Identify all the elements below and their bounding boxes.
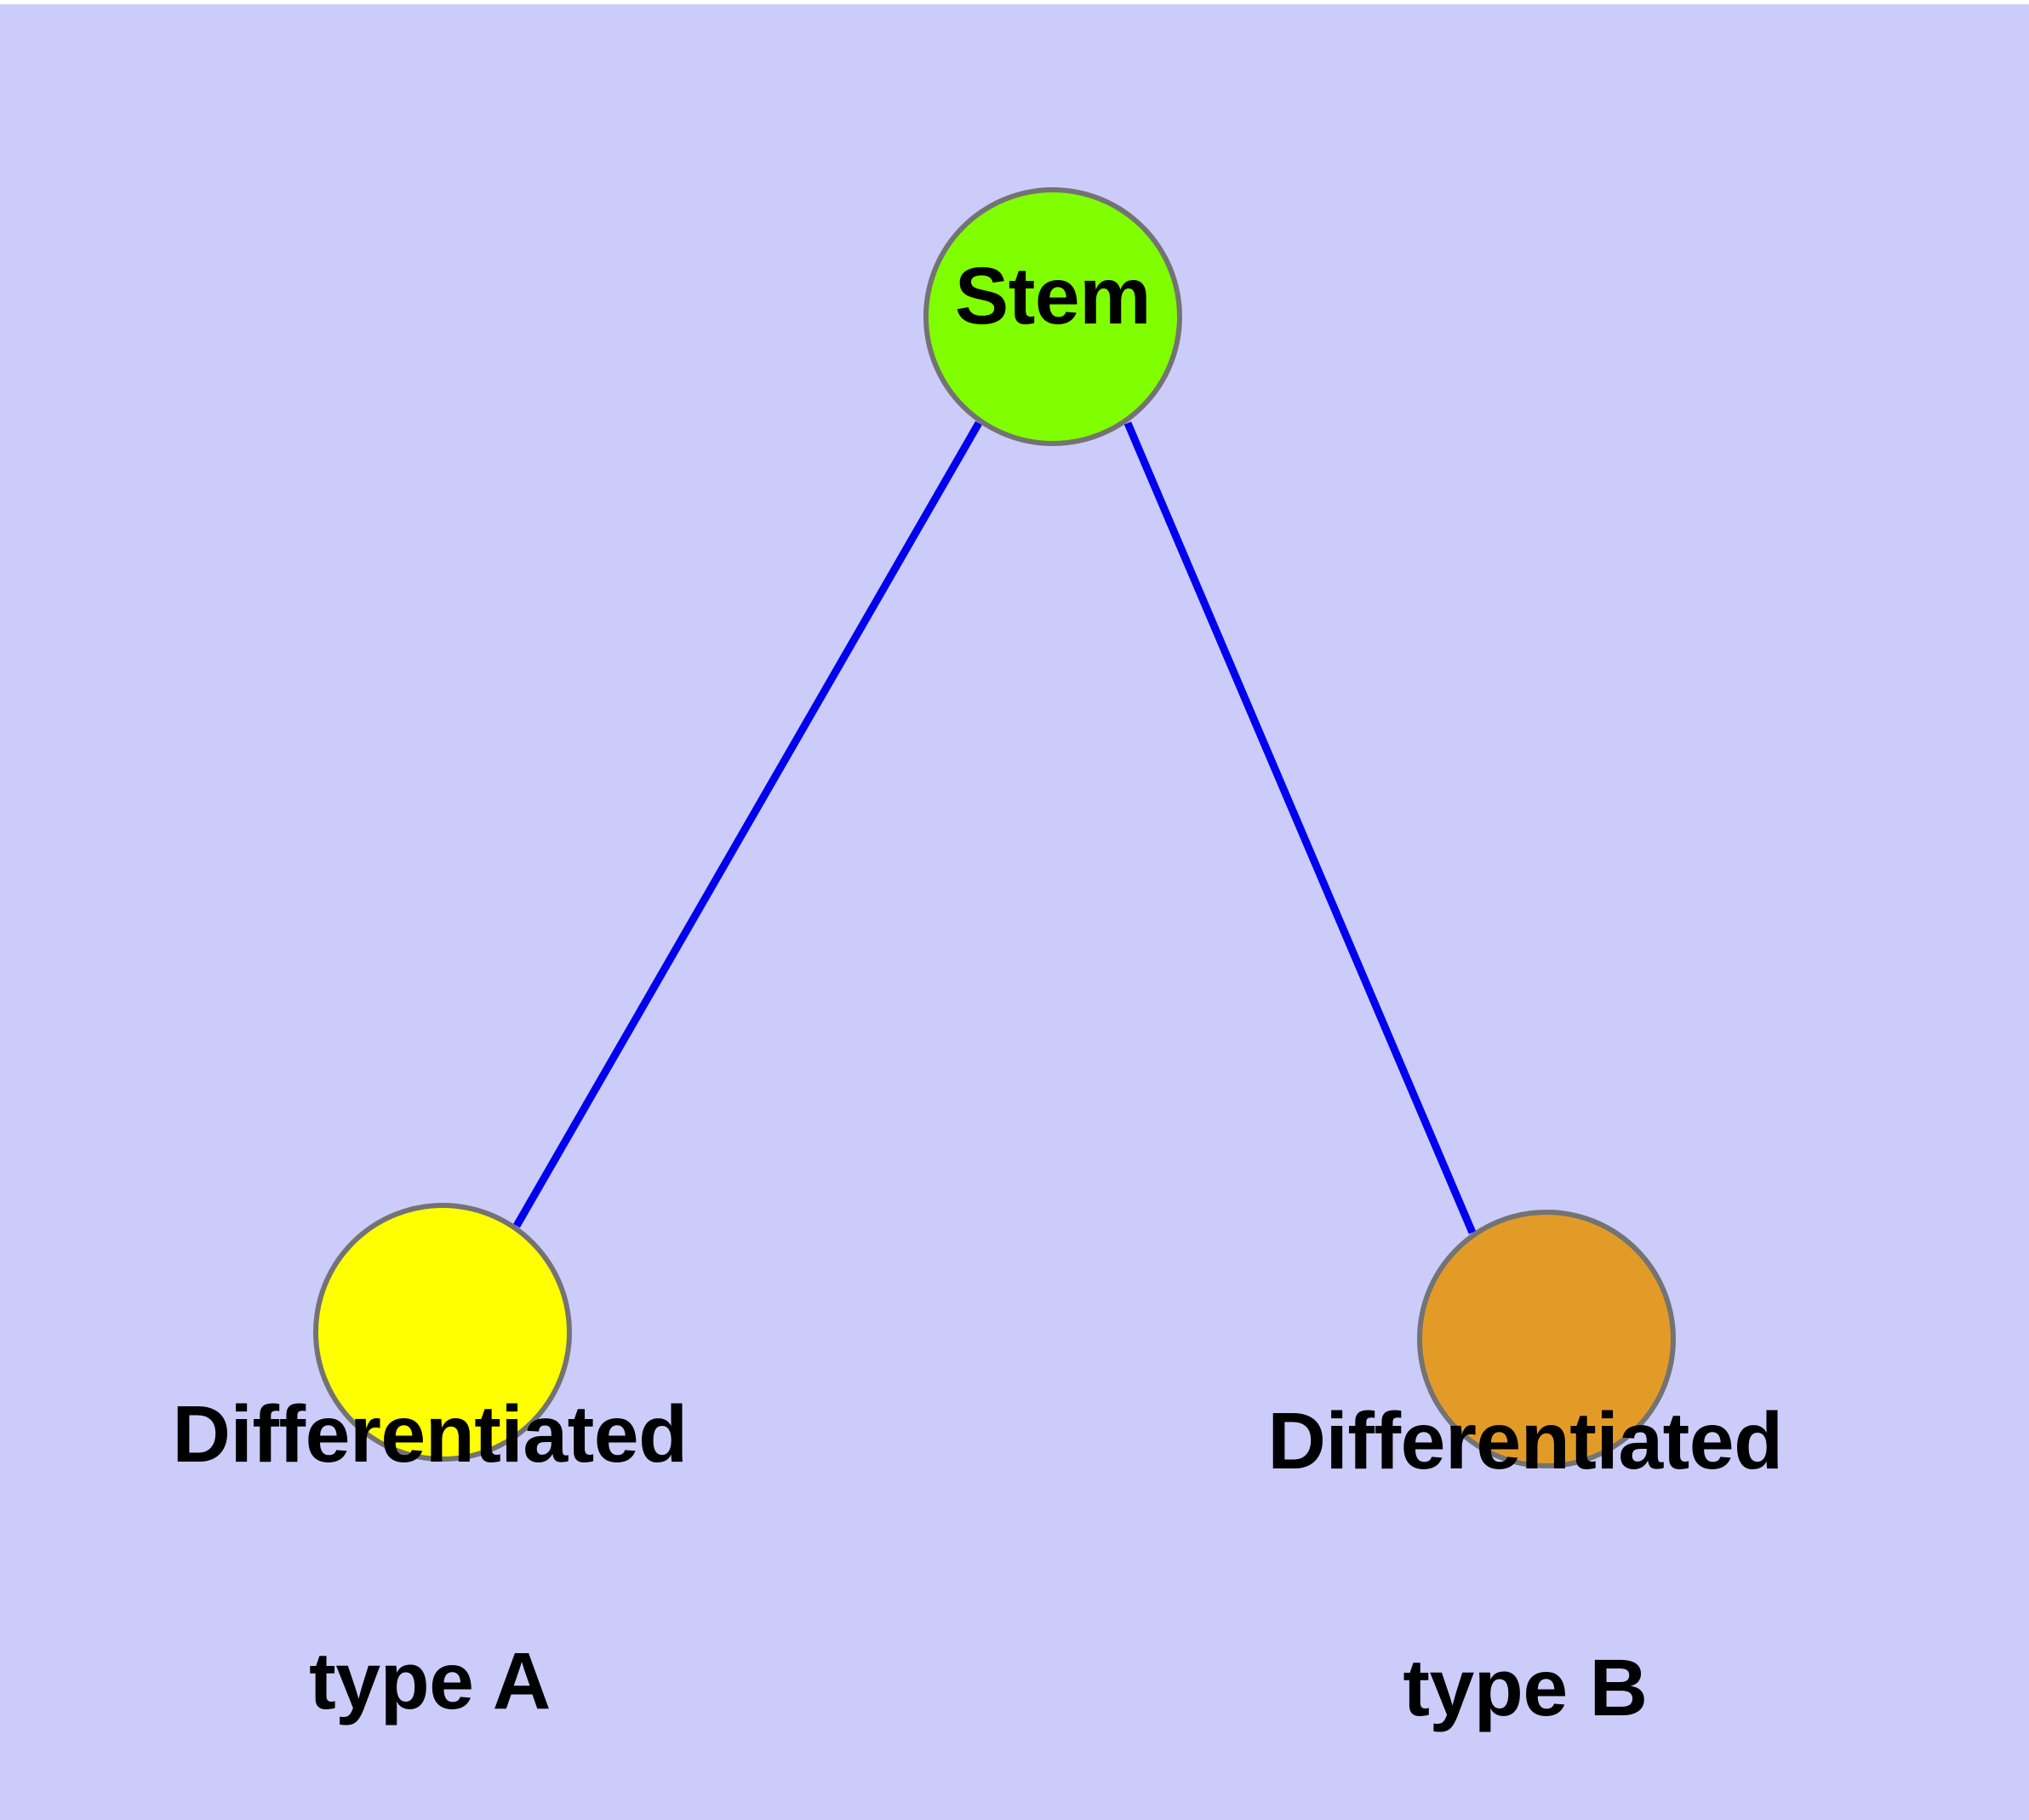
node-layer — [313, 187, 1676, 1468]
node-label-diff-b-line1: Differentiated — [1267, 1395, 1783, 1486]
node-label-diff-a-line2: type A — [309, 1636, 551, 1727]
node-label-stem: Stem — [954, 251, 1152, 341]
node-stem-circle[interactable] — [923, 187, 1182, 446]
edge-stem-to-diff-b — [1123, 421, 1477, 1234]
edge-stem-to-diff-a — [513, 421, 982, 1228]
node-label-diff-b: Differentiated type B — [1100, 1235, 1951, 1820]
node-diff-b-circle[interactable] — [1417, 1210, 1676, 1468]
node-label-diff-a: Differentiated type A — [4, 1228, 855, 1820]
edge-layer — [513, 421, 1477, 1234]
node-diff-a-circle[interactable] — [313, 1203, 572, 1462]
node-label-diff-a-line1: Differentiated — [172, 1388, 688, 1479]
node-label-diff-b-line2: type B — [1403, 1643, 1648, 1734]
